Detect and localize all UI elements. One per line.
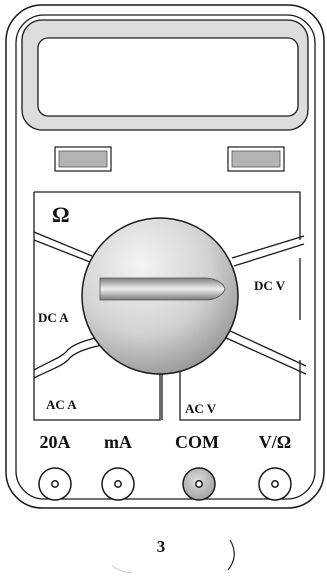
page-curl-left xyxy=(111,565,133,574)
dial-region xyxy=(33,191,307,421)
dial-pointer xyxy=(99,277,226,301)
zone-label-ac-volts: AC V xyxy=(185,401,217,416)
jack-ma[interactable] xyxy=(101,467,135,501)
zone-label-ohm: Ω xyxy=(52,202,70,227)
zone-label-dc-volts: DC V xyxy=(254,278,286,293)
jack-label-com: COM xyxy=(175,432,219,452)
left-button[interactable] xyxy=(54,146,112,172)
page-curl-right xyxy=(227,539,235,571)
zone-label-ac-amps: AC A xyxy=(46,397,77,412)
right-button[interactable] xyxy=(227,146,285,172)
zone-label-dc-amps: DC A xyxy=(38,310,69,325)
jack-v-ohm[interactable] xyxy=(258,467,292,501)
jack-label-v-ohm: V/Ω xyxy=(259,432,291,452)
page-number: 3 xyxy=(157,537,166,556)
jack-label-20a: 20A xyxy=(40,432,71,452)
jack-com[interactable] xyxy=(182,467,216,501)
jack-label-ma: mA xyxy=(104,432,132,452)
display-screen xyxy=(37,37,299,117)
jack-20a[interactable] xyxy=(38,467,72,501)
